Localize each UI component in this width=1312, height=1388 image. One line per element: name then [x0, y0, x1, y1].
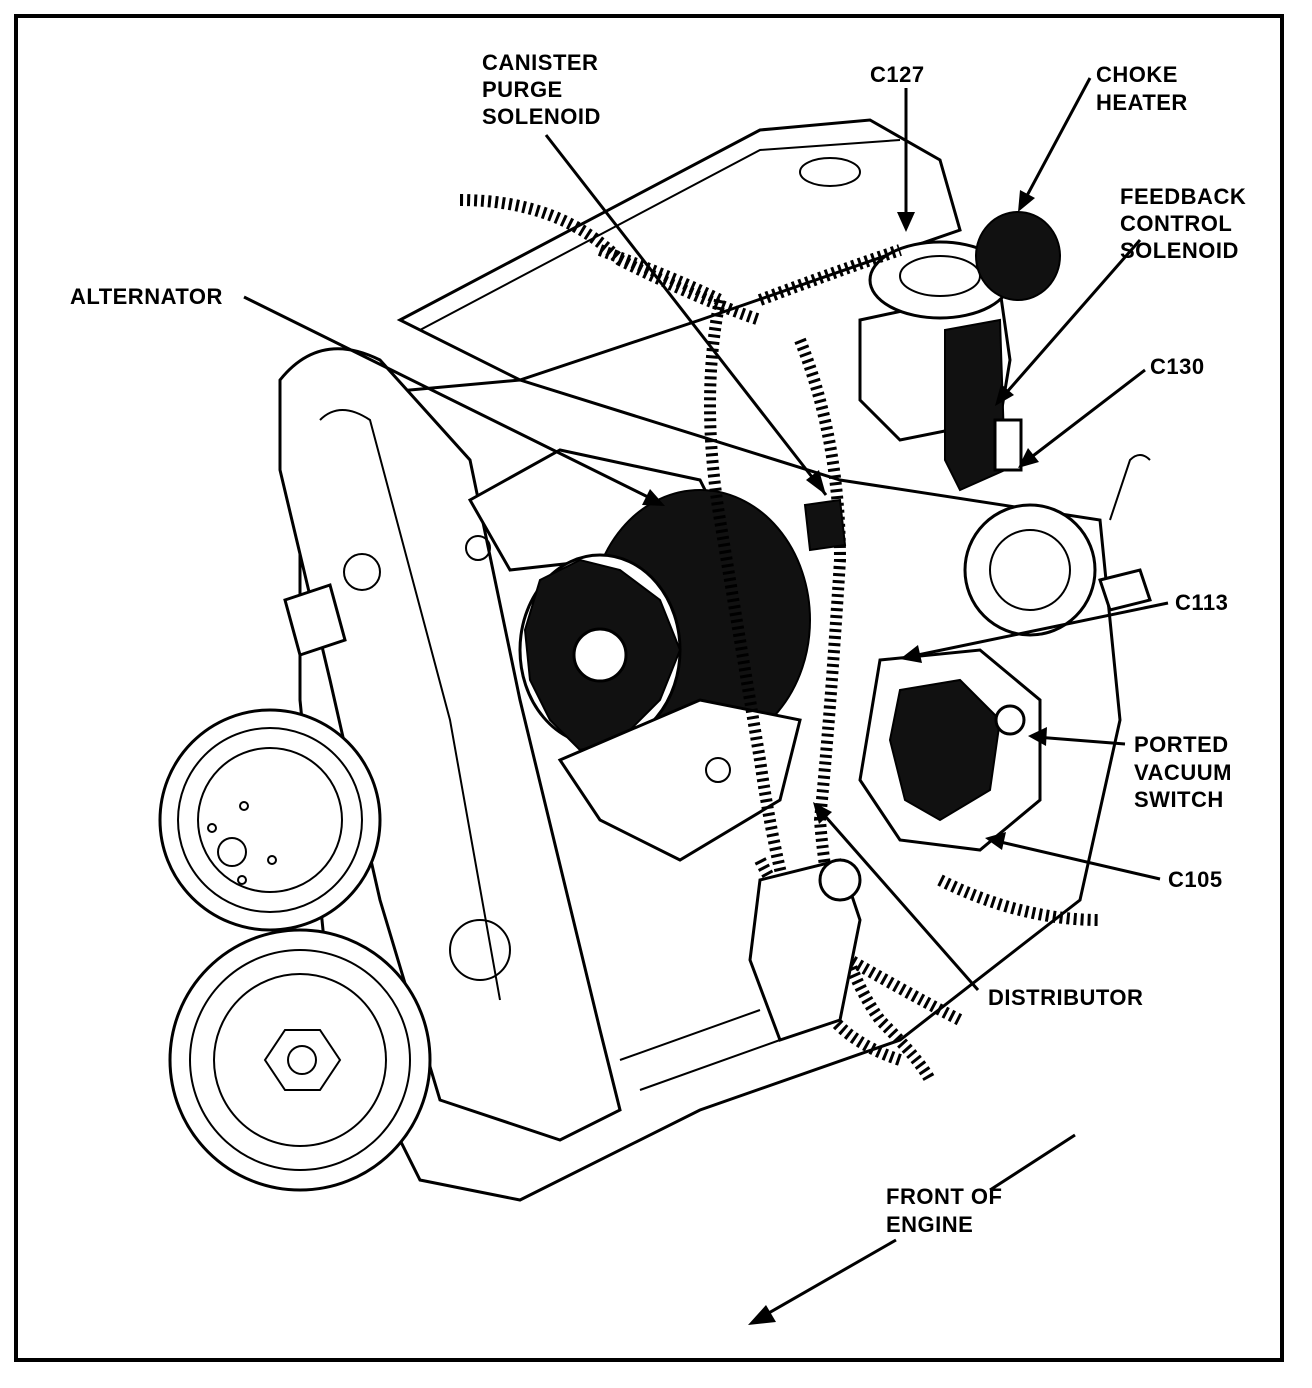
engine-illustration [158, 118, 1152, 1202]
label-c127: C127 [870, 62, 925, 87]
labels: CANISTER PURGE SOLENOID C127 CHOKE HEATE… [70, 50, 1246, 1237]
alternator [465, 448, 811, 862]
distributor [858, 648, 1042, 852]
label-c130: C130 [1150, 354, 1205, 379]
carburetor [858, 211, 1061, 492]
label-alternator: ALTERNATOR [70, 284, 223, 309]
label-ported-vacuum-line1: PORTED [1134, 732, 1229, 757]
label-choke-heater-line1: CHOKE [1096, 62, 1178, 87]
crankshaft-pulley [168, 928, 432, 1192]
label-canister-purge-line2: PURGE [482, 77, 563, 102]
label-feedback-line3: SOLENOID [1120, 238, 1239, 263]
label-feedback-line1: FEEDBACK [1120, 184, 1246, 209]
leader-lines [243, 77, 1169, 1325]
air-pump [963, 503, 1097, 637]
label-front-of-engine-line1: FRONT OF [886, 1184, 1002, 1209]
label-c113: C113 [1175, 590, 1228, 615]
water-pump-pulley [158, 708, 382, 932]
label-distributor: DISTRIBUTOR [988, 985, 1143, 1010]
label-feedback-line2: CONTROL [1120, 211, 1232, 236]
label-ported-vacuum-line3: SWITCH [1134, 787, 1224, 812]
diagram-frame [14, 14, 1284, 1362]
label-canister-purge-line3: SOLENOID [482, 104, 601, 129]
label-choke-heater-line2: HEATER [1096, 90, 1188, 115]
label-ported-vacuum-line2: VACUUM [1134, 760, 1232, 785]
timing-belt-cover [278, 347, 622, 1142]
label-c105: C105 [1168, 867, 1223, 892]
canister-purge-solenoid [803, 498, 847, 552]
label-front-of-engine-line2: ENGINE [886, 1212, 973, 1237]
label-canister-purge-line1: CANISTER [482, 50, 598, 75]
